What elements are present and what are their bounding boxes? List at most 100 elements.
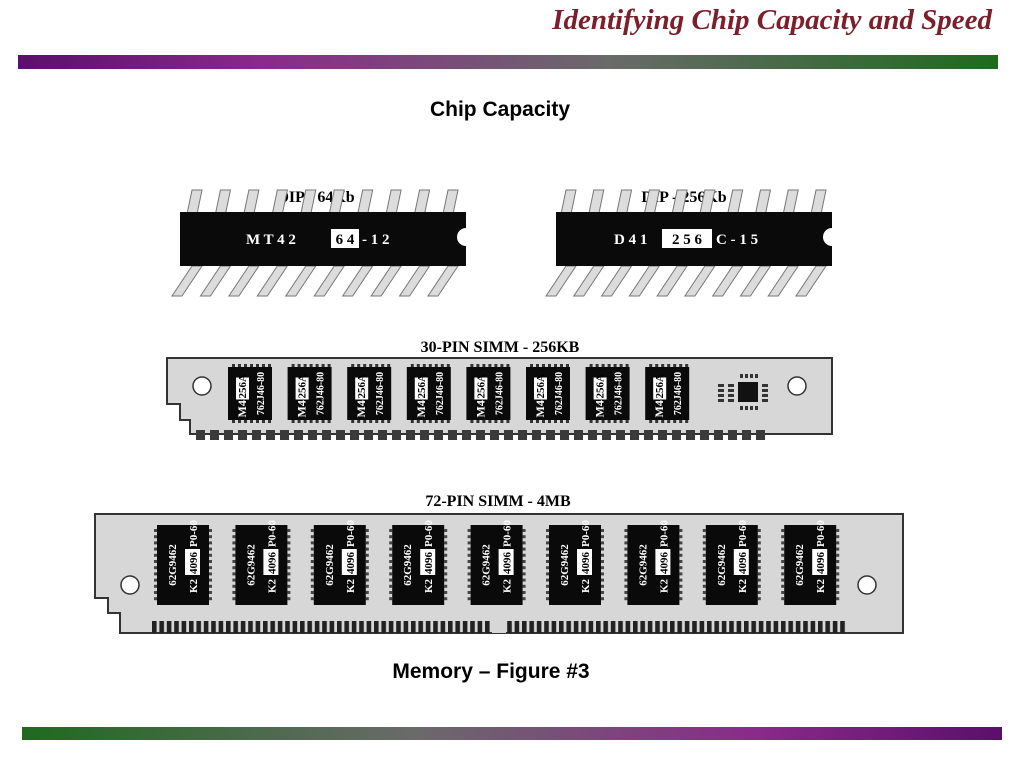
dip-pin <box>413 189 431 215</box>
svg-text:M4: M4 <box>533 400 547 417</box>
dip-64kb-marking: M T 4 2 <box>246 232 296 248</box>
svg-text:M4: M4 <box>473 400 487 417</box>
dip-pin <box>810 189 827 215</box>
svg-text:M4: M4 <box>652 400 666 417</box>
simm30-left-hole <box>192 376 212 396</box>
svg-text:62G9462: 62G9462 <box>794 544 806 586</box>
dip-pin <box>754 189 772 215</box>
svg-text:4096: 4096 <box>580 552 592 575</box>
svg-text:K2: K2 <box>345 578 357 593</box>
svg-text:P0-60: P0-60 <box>580 520 592 547</box>
dip-pin <box>214 189 232 215</box>
svg-text:K2: K2 <box>658 578 670 593</box>
dip-pin <box>357 189 374 215</box>
dip-pin <box>739 265 772 297</box>
dip-256kb-bottom-pins <box>545 265 827 297</box>
dip-256kb-highlight-box <box>662 229 712 248</box>
svg-text:256A: 256A <box>416 374 428 399</box>
simm72-label: 72-PIN SIMM - 4MB <box>425 493 571 510</box>
svg-text:256A: 256A <box>535 374 547 399</box>
dip-pin <box>199 265 232 297</box>
svg-text:P0-60: P0-60 <box>658 520 670 547</box>
svg-text:M4: M4 <box>295 400 309 417</box>
dip-256kb-marking-highlight: 2 5 6 <box>672 232 703 248</box>
dip-pin <box>600 265 633 297</box>
dip-pin <box>171 265 203 297</box>
svg-text:256A: 256A <box>237 374 249 399</box>
dip-pin <box>341 265 374 297</box>
svg-text:P0-60: P0-60 <box>737 520 749 547</box>
simm72-chips: 62G9462K24096P0-6062G9462K24096P0-6062G9… <box>154 520 840 605</box>
section-title: Chip Capacity <box>429 98 571 121</box>
bottom-gradient-bar <box>22 727 1002 740</box>
svg-text:762J46-80: 762J46-80 <box>256 372 267 415</box>
svg-text:M4: M4 <box>414 400 428 417</box>
dip-pin <box>427 265 459 297</box>
dip-256kb-marking-prefix: D 4 1 <box>614 232 647 248</box>
dip-pin <box>313 265 346 297</box>
dip-pin <box>256 265 289 297</box>
svg-text:4096: 4096 <box>737 552 749 575</box>
slide-title: Identifying Chip Capacity and Speed <box>552 4 992 36</box>
svg-text:762J46-80: 762J46-80 <box>375 372 386 415</box>
dip-64kb-chip-body <box>180 212 466 266</box>
dip-pin <box>398 265 431 297</box>
svg-text:762J46-80: 762J46-80 <box>673 372 684 415</box>
dip-256kb-top-pins <box>560 189 827 215</box>
dip-pin <box>711 265 744 297</box>
svg-text:256A: 256A <box>654 374 666 399</box>
svg-text:62G9462: 62G9462 <box>637 544 649 586</box>
svg-text:762J46-80: 762J46-80 <box>554 372 565 415</box>
dip-pin <box>243 189 260 215</box>
dip-pin <box>628 265 661 297</box>
svg-text:P0-60: P0-60 <box>423 520 435 547</box>
svg-text:M4: M4 <box>593 400 607 417</box>
svg-text:K2: K2 <box>737 578 749 593</box>
svg-text:4096: 4096 <box>815 552 827 575</box>
svg-text:4096: 4096 <box>345 552 357 575</box>
svg-text:P0-60: P0-60 <box>188 520 200 547</box>
dip-pin <box>186 189 203 215</box>
svg-text:62G9462: 62G9462 <box>245 544 257 586</box>
dip-pin <box>284 265 317 297</box>
svg-text:K2: K2 <box>502 578 514 593</box>
svg-text:62G9462: 62G9462 <box>167 544 179 586</box>
svg-text:62G9462: 62G9462 <box>559 544 571 586</box>
svg-text:762J46-80: 762J46-80 <box>435 372 446 415</box>
dip-pin <box>727 189 744 215</box>
svg-text:K2: K2 <box>188 578 200 593</box>
dip-pin <box>782 189 799 215</box>
dip-pin <box>572 265 605 297</box>
dip-64kb-marking-highlight: 6 4 <box>336 232 355 248</box>
svg-text:62G9462: 62G9462 <box>324 544 336 586</box>
dip-pin <box>615 189 633 215</box>
simm30-edge-pins <box>196 430 766 440</box>
svg-text:256A: 256A <box>297 374 309 399</box>
svg-text:K2: K2 <box>815 578 827 593</box>
dip-pin <box>588 189 605 215</box>
simm30-label: 30-PIN SIMM - 256KB <box>421 339 580 356</box>
simm72-key-notch <box>492 619 506 633</box>
svg-text:4096: 4096 <box>502 552 514 575</box>
svg-text:K2: K2 <box>266 578 278 593</box>
svg-text:K2: K2 <box>580 578 592 593</box>
simm30-right-hole <box>787 376 807 396</box>
svg-text:256A: 256A <box>475 374 487 399</box>
dip-64kb-highlight-box <box>331 229 359 248</box>
svg-text:4096: 4096 <box>423 552 435 575</box>
svg-text:62G9462: 62G9462 <box>481 544 493 586</box>
svg-text:P0-60: P0-60 <box>345 520 357 547</box>
svg-text:762J46-80: 762J46-80 <box>614 372 625 415</box>
svg-text:M4: M4 <box>235 400 249 417</box>
dip-pin <box>227 265 260 297</box>
